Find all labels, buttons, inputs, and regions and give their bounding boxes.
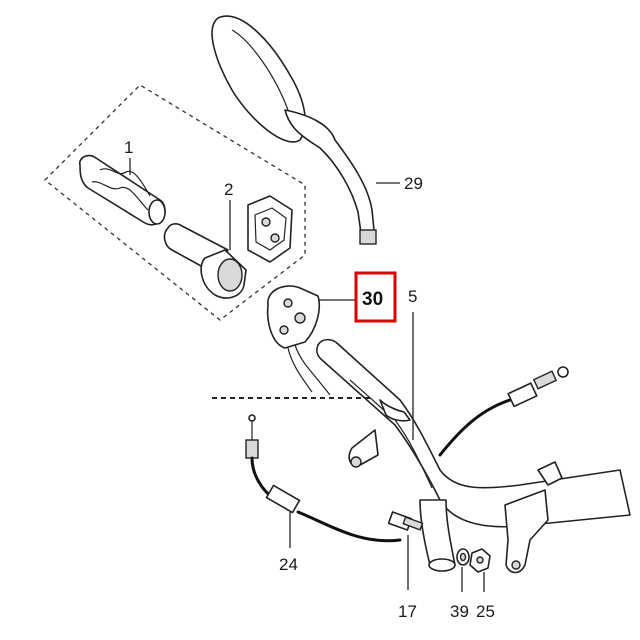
bolt-part-17[interactable] <box>387 511 424 531</box>
mirror-part[interactable] <box>211 15 377 245</box>
callout-17: 17 <box>398 602 417 621</box>
callout-30-highlight-box <box>354 271 397 323</box>
callout-29: 29 <box>404 174 423 193</box>
switch-housing-part[interactable] <box>266 285 331 396</box>
nut-part-25[interactable] <box>469 548 491 573</box>
callout-1: 1 <box>124 138 133 157</box>
cable-part-24[interactable] <box>245 414 402 543</box>
handlebar-grip-part[interactable] <box>78 154 166 226</box>
throttle-housing-clamp-part[interactable] <box>247 195 293 263</box>
throttle-cable-right[interactable] <box>438 366 569 457</box>
callout-2: 2 <box>224 180 233 199</box>
callout-25: 25 <box>476 602 495 621</box>
washer-part-39[interactable] <box>456 548 470 566</box>
throttle-tube-part[interactable] <box>163 223 247 299</box>
callout-5: 5 <box>408 287 417 306</box>
callout-39: 39 <box>450 602 469 621</box>
grip-assembly-group-outline <box>44 84 306 321</box>
callout-24: 24 <box>279 555 298 574</box>
handlebar-part[interactable] <box>316 338 631 574</box>
callout-30: 30 <box>362 289 383 310</box>
